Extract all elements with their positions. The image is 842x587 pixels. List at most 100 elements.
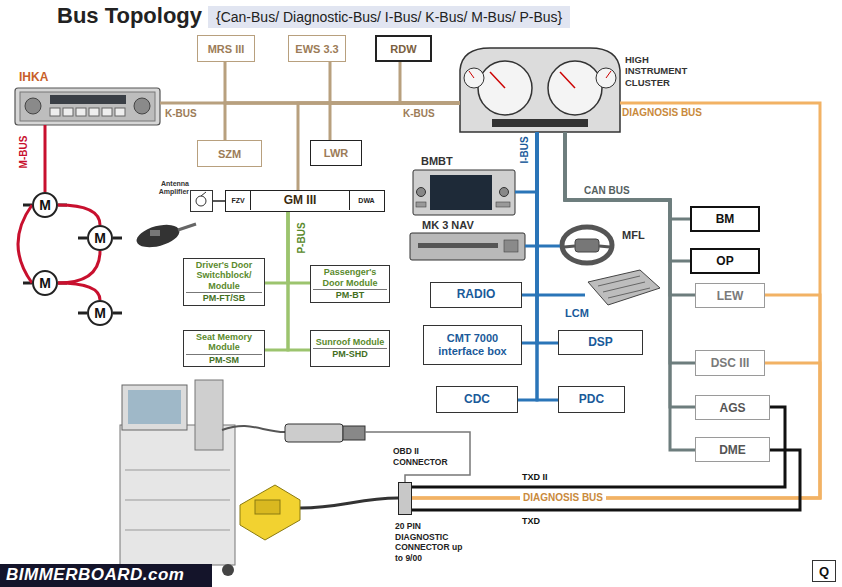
module-box: DME	[695, 437, 770, 462]
node-label: BM	[716, 212, 735, 226]
antenna-and-key-art	[201, 192, 206, 196]
module-box: DSP	[558, 330, 643, 355]
node-label: Driver's Door Switchblock/ Module	[186, 260, 262, 291]
node-label: RDW	[390, 43, 416, 55]
navigation-unit-art	[410, 233, 525, 260]
node-label: {Can-Bus/ Diagnostic-Bus/ I-Bus/ K-Bus/ …	[216, 9, 562, 25]
tester-art	[125, 470, 230, 471]
instrument-cluster-art	[464, 68, 484, 88]
module-box: CDC	[436, 386, 518, 413]
node-label: EWS 3.3	[295, 43, 338, 55]
instrument-cluster: HIGH INSTRUMENT CLUSTER	[460, 48, 620, 132]
module-box: DSC III	[695, 350, 765, 376]
node-label: Q	[819, 564, 829, 579]
instrument-cluster-art	[596, 68, 616, 88]
ihka-panel-art	[89, 108, 99, 116]
node-label: FZV	[231, 197, 244, 204]
bus-line	[515, 132, 537, 192]
bmbt-art	[500, 188, 509, 197]
bus-line	[565, 132, 695, 295]
corner-box: Q	[812, 560, 836, 582]
steering-wheel-art	[562, 227, 612, 263]
node-label: M	[39, 276, 51, 290]
adapter-art	[240, 485, 398, 540]
node-label: GM III	[284, 194, 317, 207]
bmbt-art	[496, 202, 510, 207]
antenna-box: Antenna Amplifier	[190, 190, 213, 212]
motor-circle: M	[87, 300, 113, 326]
node-label: OP	[716, 254, 733, 268]
bus-line	[537, 132, 585, 295]
motor-circle: M	[32, 192, 58, 218]
bmbt-art	[413, 170, 515, 215]
bus-name: DIAGNOSIS BUS	[622, 107, 702, 119]
motor-connector-art	[23, 205, 122, 313]
bus-name: M-BUS	[18, 136, 30, 169]
node-label: PDC	[579, 393, 604, 407]
steering-wheel: MFL	[560, 225, 615, 265]
bus-line	[298, 103, 460, 190]
instrument-cluster-art	[469, 71, 474, 78]
signal-name: TXD	[522, 516, 540, 527]
ihka-panel-art	[20, 92, 155, 121]
ihka-panel-art	[50, 108, 60, 116]
steering-wheel-art	[575, 239, 599, 252]
instrument-cluster-art	[560, 72, 575, 88]
lcm-art	[608, 288, 650, 298]
bus-line	[58, 251, 100, 283]
node-label: Sunroof Module	[316, 337, 385, 347]
bus-line	[412, 295, 820, 498]
adapter-art	[240, 485, 300, 540]
module-box: CMT 7000 interface box	[423, 325, 522, 365]
antenna-and-key-art	[178, 224, 196, 230]
module-box: Seat Memory ModulePM-SM	[183, 330, 265, 367]
bmbt-art	[417, 188, 426, 197]
bus-line	[44, 125, 47, 192]
node-label: PM-BT	[313, 289, 387, 301]
antenna-and-key-art	[134, 221, 182, 252]
module-box: SZM	[197, 140, 262, 167]
node-label: SZM	[218, 148, 241, 160]
light-module: LCM	[585, 270, 660, 305]
motor-connector-art	[78, 237, 87, 240]
lcm-art	[588, 270, 660, 305]
bmbt-art	[413, 170, 515, 215]
module-box: Sunroof ModulePM-SHD	[310, 330, 390, 367]
signal-name: TXD II	[522, 472, 548, 483]
node-label: Seat Memory Module	[186, 332, 262, 353]
navigation-unit: MK 3 NAV	[410, 233, 525, 260]
module-box: OP	[690, 248, 760, 274]
instrument-cluster-art	[490, 72, 505, 88]
bus-line	[58, 205, 100, 225]
lcm-art	[588, 270, 660, 305]
instrument-cluster-art	[478, 61, 532, 115]
tester-art	[222, 426, 285, 432]
bus-name: K-BUS	[165, 108, 197, 120]
bus-line	[288, 212, 310, 350]
ihka-panel-art	[115, 108, 125, 116]
navigation-unit-art	[410, 233, 525, 260]
logo-band-art	[0, 564, 212, 587]
node-label: CMT 7000 interface box	[428, 332, 517, 357]
module-box: PDC	[558, 386, 625, 413]
instrument-cluster-art	[548, 61, 602, 115]
node-label: PM-FT/SB	[186, 292, 262, 304]
module-section: FZV	[226, 191, 251, 210]
instrument-cluster-art	[460, 48, 620, 132]
tester-art	[125, 500, 230, 501]
bus-line	[565, 132, 695, 450]
node-label: AGS	[719, 401, 745, 415]
bus-line	[288, 212, 310, 283]
node-label: DSC III	[711, 356, 750, 370]
bus-line	[412, 103, 820, 498]
adapter-art	[255, 500, 280, 514]
diagram-title: Bus Topology	[57, 3, 202, 29]
ihka-panel-art	[25, 98, 41, 114]
bmbt-art	[430, 175, 492, 210]
bus-line	[225, 103, 460, 140]
ihka-panel-art	[50, 95, 126, 104]
bus-line	[400, 62, 460, 103]
module-box: GM IIIFZVDWA	[225, 190, 385, 212]
